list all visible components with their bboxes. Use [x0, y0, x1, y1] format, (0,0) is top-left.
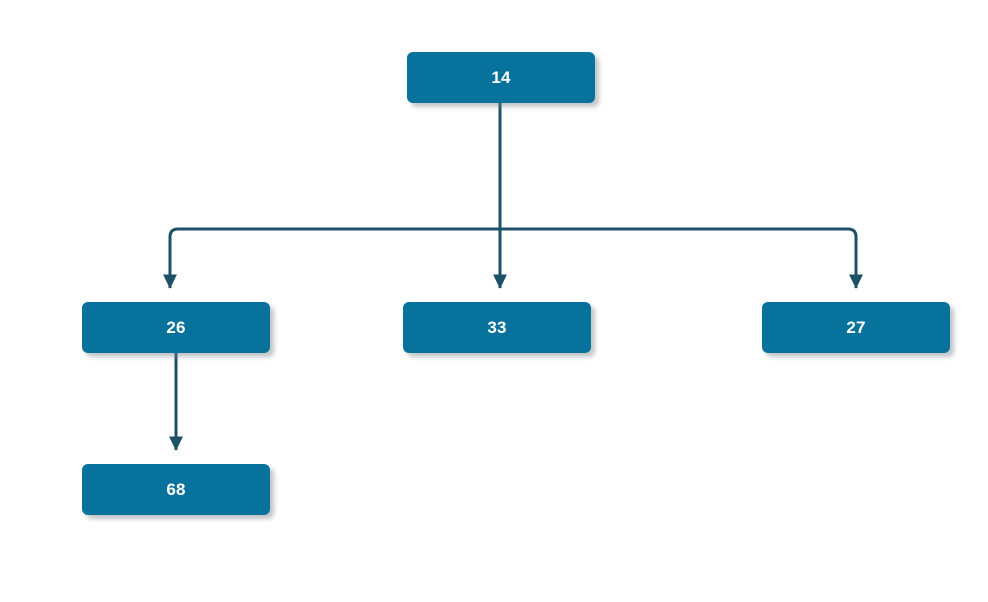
tree-node-label: 27 [846, 318, 866, 337]
tree-node-label: 14 [491, 68, 511, 87]
tree-node-27[interactable]: 27 [762, 302, 950, 353]
tree-node-label: 26 [166, 318, 186, 337]
tree-node-33[interactable]: 33 [403, 302, 591, 353]
edge-14-to-26 [162, 103, 502, 289]
tree-node-label: 68 [166, 480, 186, 499]
tree-node-14[interactable]: 14 [407, 52, 595, 103]
tree-node-68[interactable]: 68 [82, 464, 270, 515]
edge-14-to-27 [500, 227, 864, 289]
tree-node-26[interactable]: 26 [82, 302, 270, 353]
tree-node-label: 33 [487, 318, 507, 337]
